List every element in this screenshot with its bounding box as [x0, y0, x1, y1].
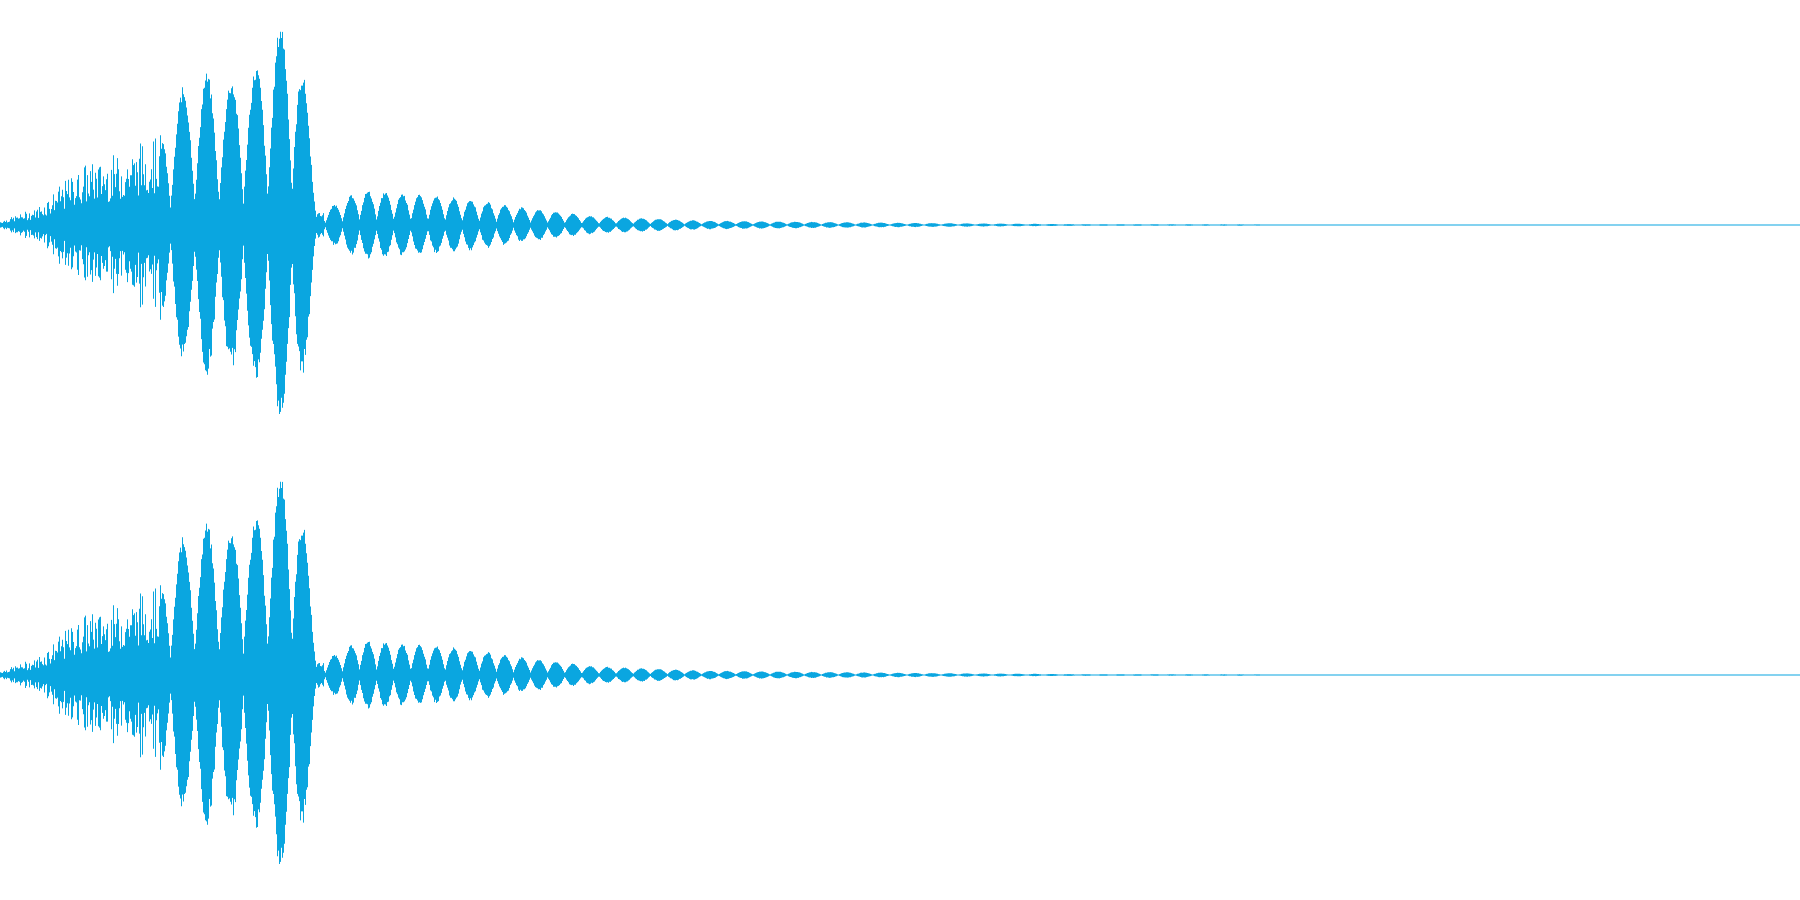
channel-right-waveform[interactable]	[0, 450, 1800, 900]
waveform-svg-left	[0, 31, 1800, 414]
right-samples	[0, 481, 1260, 864]
left-samples	[0, 31, 1260, 414]
channel-left-waveform[interactable]	[0, 0, 1800, 450]
waveform-svg-right	[0, 481, 1800, 864]
